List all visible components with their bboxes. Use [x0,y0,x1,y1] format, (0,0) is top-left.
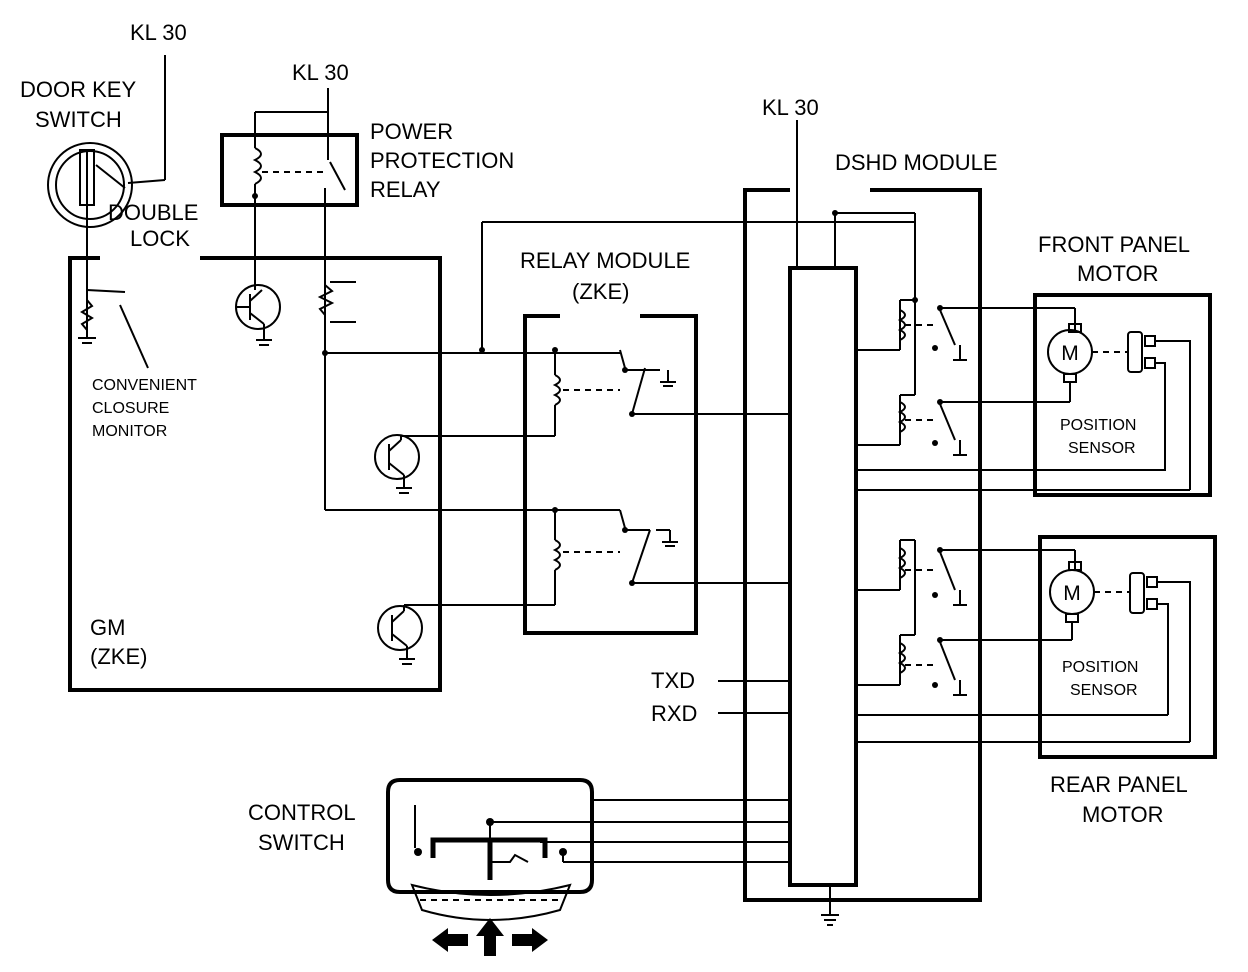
dshd-relay-4 [856,539,1062,696]
rear-motor-label-2: MOTOR [1082,802,1163,827]
front-panel-motor-box: M [1033,293,1212,497]
gm-label-2: (ZKE) [90,644,147,669]
dshd-module-label: DSHD MODULE [835,150,998,175]
relay-module-relay-1 [479,221,915,436]
kl30-label-dshd: KL 30 [762,95,819,120]
front-position-sensor-label-2: SENSOR [1068,440,1136,457]
relay-coil-icon [552,539,561,571]
rear-position-sensor-label-2: SENSOR [1070,682,1138,699]
txd-label: TXD [651,668,695,693]
control-switch-label-1: CONTROL [248,800,356,825]
kl30-label-relay: KL 30 [292,60,349,85]
control-switch [386,778,790,956]
front-motor-label-2: MOTOR [1077,261,1158,286]
motor-icon: M [1049,569,1095,615]
ppr-label-3: RELAY [370,177,441,202]
front-motor-label-1: FRONT PANEL [1038,232,1190,257]
dshd-controller [788,266,858,887]
door-key-label-2: SWITCH [35,107,122,132]
ccm-label-1: CONVENIENT [92,377,197,394]
dshd-module-box [743,120,982,926]
gm-zke-box [68,256,442,692]
relay-coil-icon [252,147,262,185]
svg-text:M: M [1063,582,1081,605]
ccm-label-3: MONITOR [92,423,167,440]
front-position-sensor-label-1: POSITION [1060,417,1136,434]
dshd-relay-3 [856,540,1062,606]
door-key-label-1: DOOR KEY [20,77,136,102]
power-protection-relay [220,88,359,510]
rxd-label: RXD [651,701,697,726]
arrow-right-icon [512,928,548,952]
double-lock-label-1: DOUBLE [108,200,198,225]
ppr-label-1: POWER [370,119,453,144]
ppr-label-2: PROTECTION [370,148,514,173]
gm-label-1: GM [90,615,125,640]
motor-icon: M [1047,329,1093,375]
arrow-up-icon [476,918,504,956]
relay-module-label-2: (ZKE) [572,279,629,304]
rear-panel-motor-box: M [1038,535,1217,759]
arrow-left-icon [432,928,468,952]
relay-module-box [523,314,698,635]
door-key-switch [47,55,166,330]
dshd-relay-1 [856,297,1060,361]
relay-module-label-1: RELAY MODULE [520,248,690,273]
transistor-icon [374,434,555,494]
rear-motor-label-1: REAR PANEL [1050,772,1188,797]
dshd-relay-2 [856,300,1060,456]
kl30-label-door: KL 30 [130,20,187,45]
control-switch-label-2: SWITCH [258,830,345,855]
relay-module-relay-2 [325,507,790,605]
transistor-icon [377,604,555,665]
transistor-icon [235,284,281,346]
closure-monitor-switch [78,289,149,369]
rear-position-sensor-label-1: POSITION [1062,659,1138,676]
svg-text:M: M [1061,342,1079,365]
gm-contacts [317,281,620,356]
double-lock-label-2: LOCK [130,226,190,251]
relay-coil-icon [552,374,561,406]
ccm-label-2: CLOSURE [92,400,169,417]
